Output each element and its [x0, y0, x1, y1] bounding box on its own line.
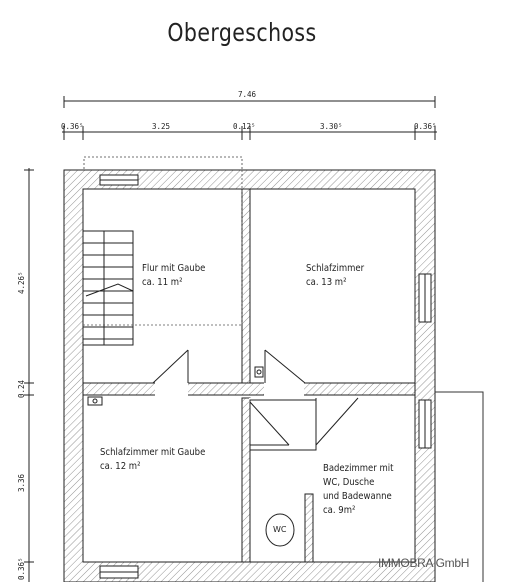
bath-partition — [304, 493, 314, 563]
room-label-schlafzimmer: Schlafzimmer ca. 13 m² — [306, 262, 364, 290]
dim-wall-right: 0.36⁵ — [414, 122, 437, 131]
room-label-badezimmer: Badezimmer mit WC, Dusche und Badewanne … — [323, 462, 393, 518]
floor-title: Obergeschoss — [167, 18, 317, 47]
annex-outline — [435, 391, 484, 582]
dim-inner-wall: 0.12⁵ — [233, 122, 256, 131]
room-bad-line2: WC, Dusche — [323, 477, 375, 488]
top-dimension-lines — [62, 96, 437, 140]
dormer-outline — [83, 156, 243, 172]
room-schlafzimmer-area: ca. 13 m² — [306, 277, 347, 288]
dim-total-width: 7.46 — [238, 90, 257, 99]
dim-room-right: 3.30⁵ — [320, 122, 343, 131]
watermark: IMMOBRA GmbH — [378, 556, 470, 570]
room-schlafzimmer-gaube-area: ca. 12 m² — [100, 461, 141, 472]
room-schlafzimmer-gaube-name: Schlafzimmer mit Gaube — [100, 447, 206, 458]
room-bad-line4: ca. 9m² — [323, 505, 356, 516]
room-label-schlafzimmer-gaube: Schlafzimmer mit Gaube ca. 12 m² — [100, 446, 205, 474]
dim-left-bottom: 0.36⁵ — [17, 557, 26, 580]
dim-room-left: 3.25 — [152, 122, 171, 131]
left-dimension-line — [24, 168, 34, 582]
room-flur-area: ca. 11 m² — [142, 277, 183, 288]
staircase — [82, 230, 134, 346]
wc-label: WC — [273, 525, 287, 534]
room-flur-name: Flur mit Gaube — [142, 263, 206, 274]
installation-shaft — [87, 366, 317, 451]
room-bad-line1: Badezimmer mit — [323, 463, 394, 474]
windows — [99, 174, 432, 579]
dim-wall-left: 0.36⁵ — [61, 122, 84, 131]
room-label-flur: Flur mit Gaube ca. 11 m² — [142, 262, 205, 290]
dim-left-upper: 4.26⁵ — [17, 271, 26, 294]
room-bad-line3: und Badewanne — [323, 491, 392, 502]
wc-fixture — [265, 513, 295, 547]
dim-left-lower: 3.36 — [17, 473, 26, 492]
dim-left-middle: 0.24 — [17, 379, 26, 398]
doors — [152, 349, 359, 446]
room-schlafzimmer-name: Schlafzimmer — [306, 263, 365, 274]
